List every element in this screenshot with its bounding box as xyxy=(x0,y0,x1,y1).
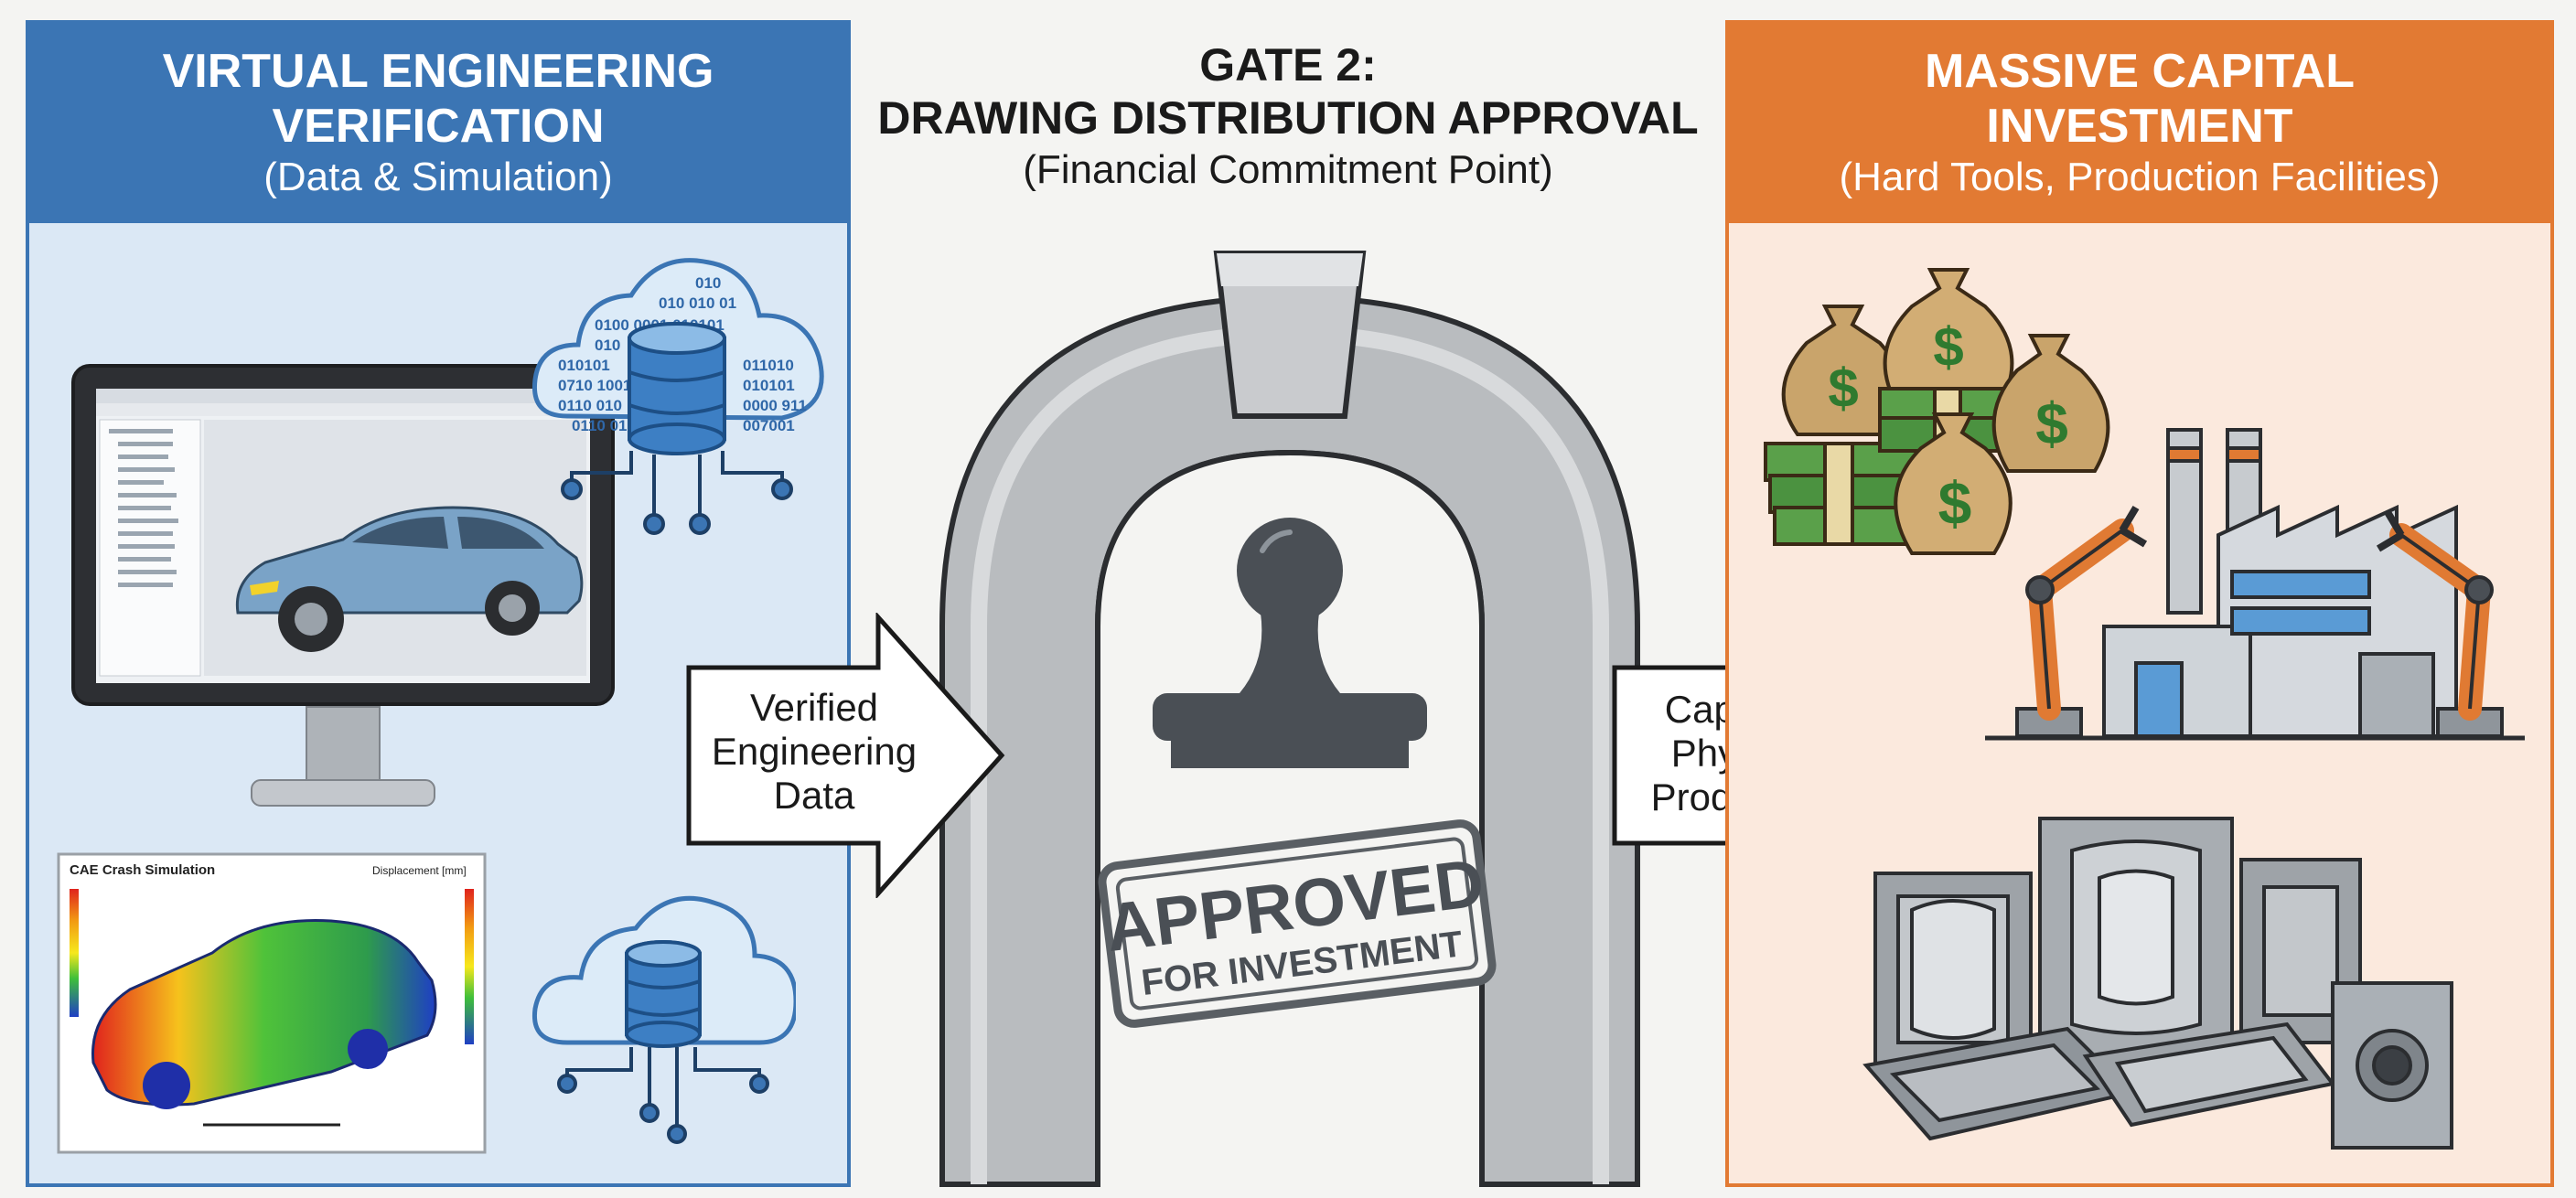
money-bags-icon: $ $ $ $ xyxy=(1764,268,2110,555)
gate-title-line1: GATE 2: xyxy=(1199,39,1377,91)
verified-data-arrow xyxy=(686,613,1005,898)
binary-row: 0110 010 xyxy=(558,397,622,414)
gate-subtitle: (Financial Commitment Point) xyxy=(1023,147,1553,192)
factory-icon xyxy=(1985,428,2525,741)
binary-row: 011010 xyxy=(743,357,794,374)
bag-dollar-sign: $ xyxy=(2035,390,2068,456)
approved-stamp-badge: APPROVED FOR INVESTMENT xyxy=(1098,819,1497,1028)
binary-row: 0110 01 xyxy=(572,417,628,434)
database-icon xyxy=(628,322,726,455)
binary-row: 010 010 01 xyxy=(659,294,736,312)
left-panel-header: VIRTUAL ENGINEERING VERIFICATION (Data &… xyxy=(29,24,847,223)
left-panel-title-line1: VIRTUAL ENGINEERING xyxy=(162,45,714,98)
binary-row: 010101 xyxy=(743,377,795,394)
right-panel-title-line2: INVESTMENT xyxy=(1986,100,2293,153)
binary-row: 0710 1001 xyxy=(558,377,631,394)
binary-row: 010 xyxy=(695,274,721,292)
right-panel-subtitle: (Hard Tools, Production Facilities) xyxy=(1839,155,2441,199)
network-nodes xyxy=(561,451,793,535)
mold-tools-icon xyxy=(1862,817,2453,1150)
right-panel-title-line1: MASSIVE CAPITAL xyxy=(1925,45,2355,98)
arrow-left-line3: Data xyxy=(773,774,855,817)
cae-scale-label: Displacement [mm] xyxy=(372,864,467,877)
right-panel-header: MASSIVE CAPITAL INVESTMENT (Hard Tools, … xyxy=(1729,24,2550,223)
bag-dollar-sign: $ xyxy=(1828,358,1858,419)
bag-dollar-sign: $ xyxy=(1933,316,1963,378)
car-model-3d xyxy=(235,506,584,652)
gate-title-line2: DRAWING DISTRIBUTION APPROVAL xyxy=(877,92,1699,144)
binary-row: 0000 911 xyxy=(743,397,807,414)
cad-monitor-icon xyxy=(71,364,615,807)
bag-dollar-sign: $ xyxy=(1938,469,1972,537)
left-panel-title-line2: VERIFICATION xyxy=(272,100,605,153)
cae-crash-simulation-card: CAE Crash Simulation Displacement [mm] xyxy=(57,852,487,1154)
cae-title: CAE Crash Simulation xyxy=(70,862,215,878)
arrow-left-line1: Verified xyxy=(749,686,879,729)
binary-row: 010101 xyxy=(558,357,610,374)
storage-cloud-icon xyxy=(531,895,796,1144)
binary-row: 007001 xyxy=(743,417,795,434)
binary-row: 010 xyxy=(595,337,620,354)
left-panel-subtitle: (Data & Simulation) xyxy=(263,155,613,199)
arrow-left-line2: Engineering xyxy=(711,730,918,773)
left-arrow-label: Verified Engineering Data xyxy=(704,686,924,818)
rubber-stamp-icon xyxy=(1153,518,1427,768)
